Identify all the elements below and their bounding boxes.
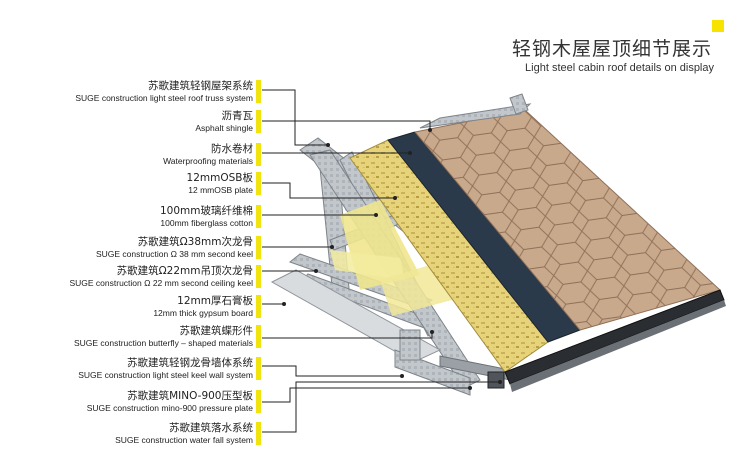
label-en: SUGE construction Ω 22 mm second ceiling…	[69, 278, 253, 288]
label-marker	[256, 422, 261, 445]
label-marker	[256, 357, 261, 380]
label-gypsum-board: 12mm厚石膏板 12mm thick gypsum board	[3, 295, 253, 319]
label-cn: 苏歌建筑Ω38mm次龙骨	[137, 236, 253, 248]
label-en: SUGE construction butterfly – shaped mat…	[73, 338, 253, 348]
ridge-steel	[419, 93, 532, 129]
label-marker	[256, 236, 261, 259]
label-wall-system: 苏歌建筑轻钢龙骨墙体系统 SUGE construction light ste…	[3, 357, 253, 381]
label-cn: 苏歌建筑轻钢龙骨墙体系统	[127, 357, 253, 369]
label-marker	[256, 172, 261, 195]
label-en: SUGE construction light steel keel wall …	[78, 370, 253, 380]
label-cn: 100mm玻璃纤维棉	[160, 205, 253, 217]
label-cn: 苏歌建筑MINO-900压型板	[127, 390, 253, 402]
page-title: 轻钢木屋屋顶细节展示	[511, 38, 712, 60]
label-22mm-ceiling-keel: 苏歌建筑Ω22mm吊顶次龙骨 SUGE construction Ω 22 mm…	[3, 265, 253, 289]
gutter-fascia	[487, 289, 726, 392]
label-marker	[256, 110, 261, 133]
label-fiberglass-cotton: 100mm玻璃纤维棉 100mm fiberglass cotton	[3, 205, 253, 229]
label-en: 12 mmOSB plate	[188, 185, 253, 195]
label-cn: 苏歌建筑轻钢屋架系统	[148, 80, 253, 92]
label-marker	[256, 295, 261, 318]
label-cn: 沥青瓦	[221, 110, 254, 122]
label-marker	[256, 265, 261, 288]
label-osb-plate: 12mmOSB板 12 mmOSB plate	[3, 172, 253, 196]
label-marker	[256, 205, 261, 228]
label-marker	[256, 325, 261, 348]
label-marker	[256, 143, 261, 166]
label-water-fall-system: 苏歌建筑落水系统 SUGE construction water fall sy…	[3, 422, 253, 446]
label-en: SUGE construction Ω 38 mm second keel	[95, 249, 253, 259]
label-marker	[256, 80, 261, 103]
leader-endpoints	[282, 128, 502, 390]
label-waterproofing: 防水卷材 Waterproofing materials	[3, 143, 253, 167]
label-cn: 12mm厚石膏板	[177, 295, 253, 307]
label-butterfly-materials: 苏歌建筑蝶形件 SUGE construction butterfly – sh…	[3, 325, 253, 349]
label-cn: 苏歌建筑蝶形件	[179, 325, 254, 337]
label-en: Asphalt shingle	[195, 123, 253, 133]
label-cn: 苏歌建筑Ω22mm吊顶次龙骨	[116, 265, 253, 277]
label-cn: 苏歌建筑落水系统	[169, 422, 253, 434]
page-subtitle: Light steel cabin roof details on displa…	[525, 62, 714, 74]
label-asphalt-shingle: 沥青瓦 Asphalt shingle	[3, 110, 253, 134]
label-en: SUGE construction mino-900 pressure plat…	[86, 403, 253, 413]
label-roof-truss-system: 苏歌建筑轻钢屋架系统 SUGE construction light steel…	[3, 80, 253, 104]
label-marker	[256, 390, 261, 413]
label-en: SUGE construction light steel roof truss…	[75, 93, 253, 103]
label-38mm-second-keel: 苏歌建筑Ω38mm次龙骨 SUGE construction Ω 38 mm s…	[3, 236, 253, 260]
title-accent-square	[712, 20, 724, 32]
fiberglass-insulation	[330, 200, 452, 316]
label-cn: 防水卷材	[211, 143, 253, 155]
label-en: Waterproofing materials	[163, 156, 253, 166]
label-en: 12mm thick gypsum board	[153, 308, 253, 318]
label-en: 100mm fiberglass cotton	[160, 218, 253, 228]
label-cn: 12mmOSB板	[186, 172, 253, 184]
label-en: SUGE construction water fall system	[115, 435, 253, 445]
leader-lines	[262, 89, 500, 433]
gypsum-board	[270, 269, 442, 363]
label-pressure-plate: 苏歌建筑MINO-900压型板 SUGE construction mino-9…	[3, 390, 253, 414]
